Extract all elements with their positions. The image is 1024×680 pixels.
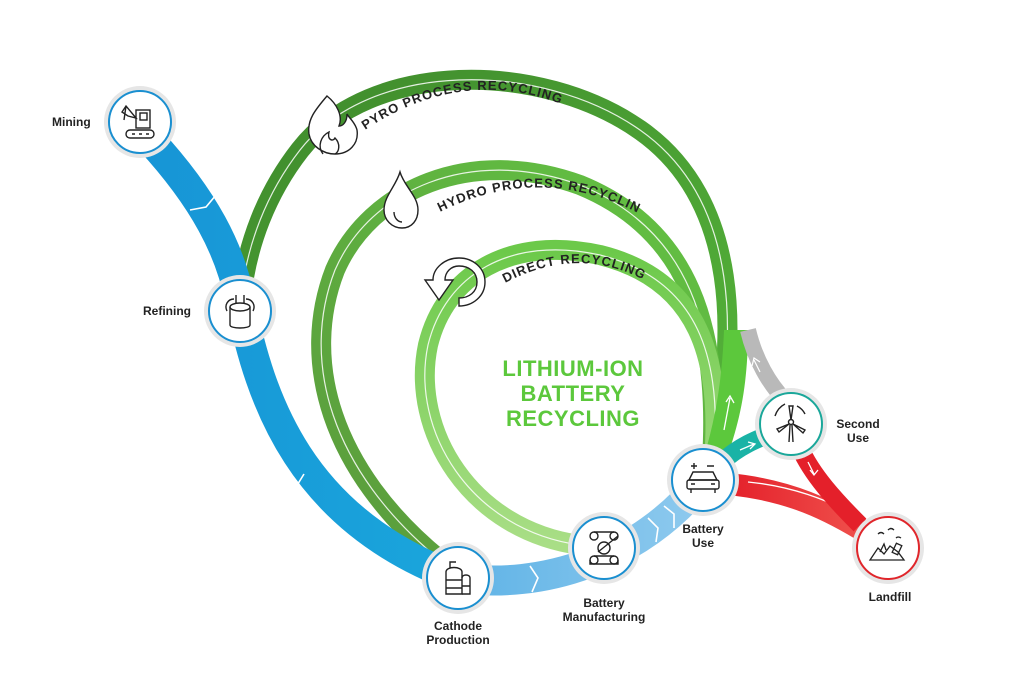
title-line-1: LITHIUM-ION — [502, 356, 644, 381]
hydro-flow-line — [320, 169, 714, 561]
node-mining — [104, 86, 176, 158]
label-battery-use: Battery Use — [673, 522, 733, 550]
excavator-icon — [121, 104, 155, 139]
water-drop-icon — [383, 169, 419, 229]
label-second-line1: Second — [836, 417, 880, 431]
use-to-second-use-arrow — [739, 441, 757, 451]
second-use-return-path — [740, 328, 791, 406]
second-use-to-landfill-arrow — [807, 461, 819, 477]
recycle-arrow-icon — [423, 257, 486, 307]
chevron-refining-cathode — [282, 473, 305, 488]
label-landfill-text: Landfill — [868, 590, 912, 604]
label-mining-text: Mining — [52, 115, 91, 129]
refining-crucible-icon — [225, 295, 255, 329]
chevron-mfg-use-2 — [663, 505, 675, 528]
electric-car-icon — [686, 463, 720, 493]
label-refining: Refining — [143, 304, 191, 318]
node-battery-use — [667, 444, 739, 516]
title-line-3: RECYCLING — [505, 406, 641, 431]
chevron-cathode-mfg — [529, 565, 539, 593]
storage-tanks-icon — [445, 561, 471, 595]
label-refining-text: Refining — [143, 304, 191, 318]
label-landfill: Landfill — [862, 590, 918, 604]
chevron-mfg-use-1 — [647, 517, 659, 543]
label-cathode-production: Cathode Production — [418, 619, 498, 647]
conveyor-rollers-icon — [589, 531, 619, 565]
label-cathode-line1: Cathode — [434, 619, 482, 633]
chevron-mining-refining — [189, 194, 217, 211]
trunk-up-arrow — [723, 394, 735, 431]
diagram-title: LITHIUM-ION BATTERY RECYCLING — [468, 356, 678, 431]
second-use-return-arrow — [751, 357, 761, 373]
pyro-flow-line — [241, 79, 729, 461]
recycling-trunk — [700, 330, 748, 470]
label-cathode-line2: Production — [426, 633, 490, 647]
flame-icon — [308, 95, 358, 155]
label-mfg-line1: Battery — [583, 596, 625, 610]
label-use-line2: Use — [691, 536, 714, 550]
node-second-use — [755, 388, 827, 460]
node-landfill — [852, 512, 924, 584]
node-battery-manufacturing — [568, 512, 640, 584]
label-second-line2: Use — [846, 431, 869, 445]
node-refining — [204, 275, 276, 347]
label-mfg-line2: Manufacturing — [562, 610, 646, 624]
landfill-icon — [868, 527, 906, 561]
label-second-use: Second Use — [830, 417, 886, 445]
label-battery-manufacturing: Battery Manufacturing — [554, 596, 654, 624]
label-use-line1: Battery — [682, 522, 724, 536]
title-line-2: BATTERY — [520, 381, 626, 406]
label-mining: Mining — [52, 115, 91, 129]
wind-turbine-icon — [774, 403, 807, 443]
node-cathode-production — [422, 542, 494, 614]
